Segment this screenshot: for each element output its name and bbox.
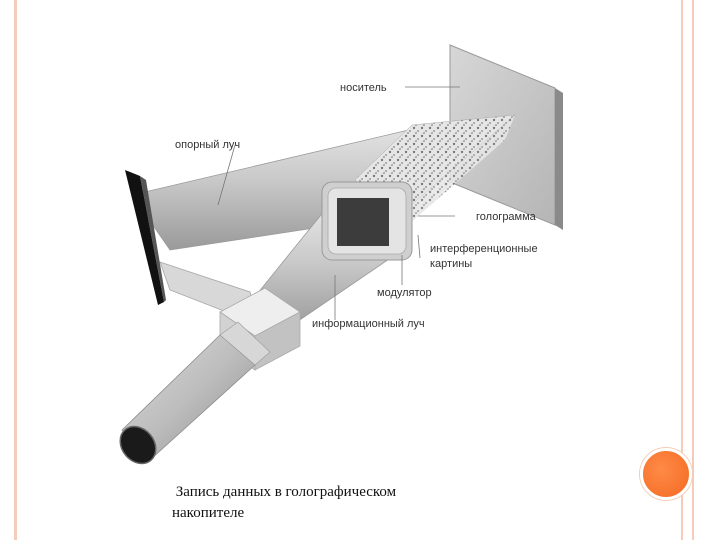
label-reference-beam: опорный луч bbox=[175, 139, 240, 151]
label-carrier: носитель bbox=[340, 82, 387, 94]
orange-circle-decoration bbox=[640, 448, 692, 500]
label-hologram: голограмма bbox=[476, 211, 537, 223]
label-modulator: модулятор bbox=[377, 287, 432, 299]
modulator bbox=[321, 181, 413, 261]
laser-tube bbox=[119, 321, 271, 465]
holographic-recording-diagram: носитель опорный луч голограмма интерфер… bbox=[119, 44, 563, 465]
leader-lines bbox=[217, 86, 460, 320]
left-border-rule bbox=[14, 0, 17, 540]
label-interference-line1: интерференционные bbox=[430, 243, 538, 255]
mirror bbox=[125, 170, 166, 305]
caption-line-2: накопителе bbox=[172, 505, 245, 521]
right-border-rule-inner bbox=[681, 0, 683, 540]
label-information-beam: информационный луч bbox=[312, 318, 425, 330]
label-interference-line2: картины bbox=[430, 258, 472, 270]
diagram-caption: Запись данных в голографическом накопите… bbox=[172, 482, 612, 524]
caption-line-1: Запись данных в голографическом bbox=[172, 484, 397, 500]
right-border-rule-outer bbox=[692, 0, 694, 540]
